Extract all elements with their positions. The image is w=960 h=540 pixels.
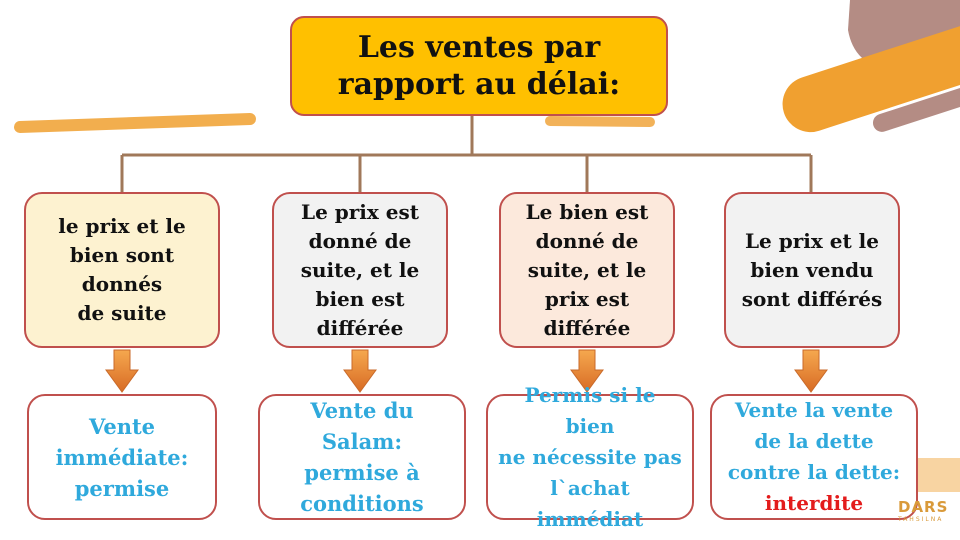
category-box-3: Le bien est donné de suite, et le prix e… xyxy=(499,192,675,348)
category-line: prix est xyxy=(544,286,630,311)
result-line: conditions xyxy=(300,491,424,516)
result-line: permise à xyxy=(304,460,420,485)
decor-mauve-bar xyxy=(872,76,960,132)
decor-left-stroke xyxy=(14,113,256,133)
result-line: immédiate: xyxy=(55,444,189,470)
result-box-1: Vente immédiate: permise xyxy=(27,394,217,520)
result-line: de la dette xyxy=(754,429,874,453)
category-box-1: le prix et le bien sont donnés de suite xyxy=(24,192,220,348)
result-box-2: Vente du Salam: permise à conditions xyxy=(258,394,466,520)
category-line: donné de xyxy=(535,228,639,253)
watermark-logo: DARS xyxy=(898,498,949,516)
category-box-4: Le prix et le bien vendu sont différés xyxy=(724,192,900,348)
category-line: suite, et le xyxy=(300,257,420,282)
category-line: Le prix et le xyxy=(744,228,879,253)
category-box-2: Le prix est donné de suite, et le bien e… xyxy=(272,192,448,348)
result-line: Vente la vente xyxy=(734,398,894,422)
title-box: Les ventes par rapport au délai: xyxy=(290,16,668,116)
down-arrow-icon xyxy=(343,349,377,393)
category-line: de suite xyxy=(77,301,167,325)
decor-right-stroke xyxy=(545,116,655,127)
result-line: ne nécessite pas xyxy=(498,444,682,469)
category-line: différée xyxy=(316,315,404,340)
category-line: Le bien est xyxy=(525,199,649,224)
result-line: Vente du Salam: xyxy=(310,398,414,454)
result-box-3: Permis si le bien ne nécessite pas l`ach… xyxy=(486,383,694,531)
forbidden-label: interdite xyxy=(764,491,864,515)
category-line: bien est xyxy=(315,286,405,311)
result-line: permise xyxy=(74,475,170,501)
watermark-tagline: TAHSILNA xyxy=(898,516,944,523)
category-line: suite, et le xyxy=(527,257,647,282)
title-line-1: Les ventes par xyxy=(357,30,601,65)
category-line: différée xyxy=(543,315,631,340)
category-line: Le prix est xyxy=(301,199,419,224)
category-line: bien sont xyxy=(69,243,175,267)
category-line: bien vendu xyxy=(750,257,874,282)
down-arrow-icon xyxy=(794,349,828,393)
decor-orange-bar xyxy=(782,13,960,133)
result-box-4: Vente la vente de la dette contre la det… xyxy=(710,394,918,520)
result-line: contre la dette: xyxy=(727,460,901,484)
result-line: Permis si le bien xyxy=(524,382,656,438)
category-line: donné de xyxy=(308,228,412,253)
down-arrow-icon xyxy=(105,349,139,393)
category-line: sont différés xyxy=(741,286,883,311)
decor-bottom-right xyxy=(915,458,960,492)
down-arrow-icon xyxy=(570,349,604,393)
category-line: donnés xyxy=(81,272,163,296)
title-line-2: rapport au délai: xyxy=(337,67,621,102)
category-line: le prix et le xyxy=(58,214,186,238)
result-line: l`achat xyxy=(550,475,630,500)
result-line: Vente xyxy=(88,413,156,439)
result-line: immédiat xyxy=(536,506,644,531)
